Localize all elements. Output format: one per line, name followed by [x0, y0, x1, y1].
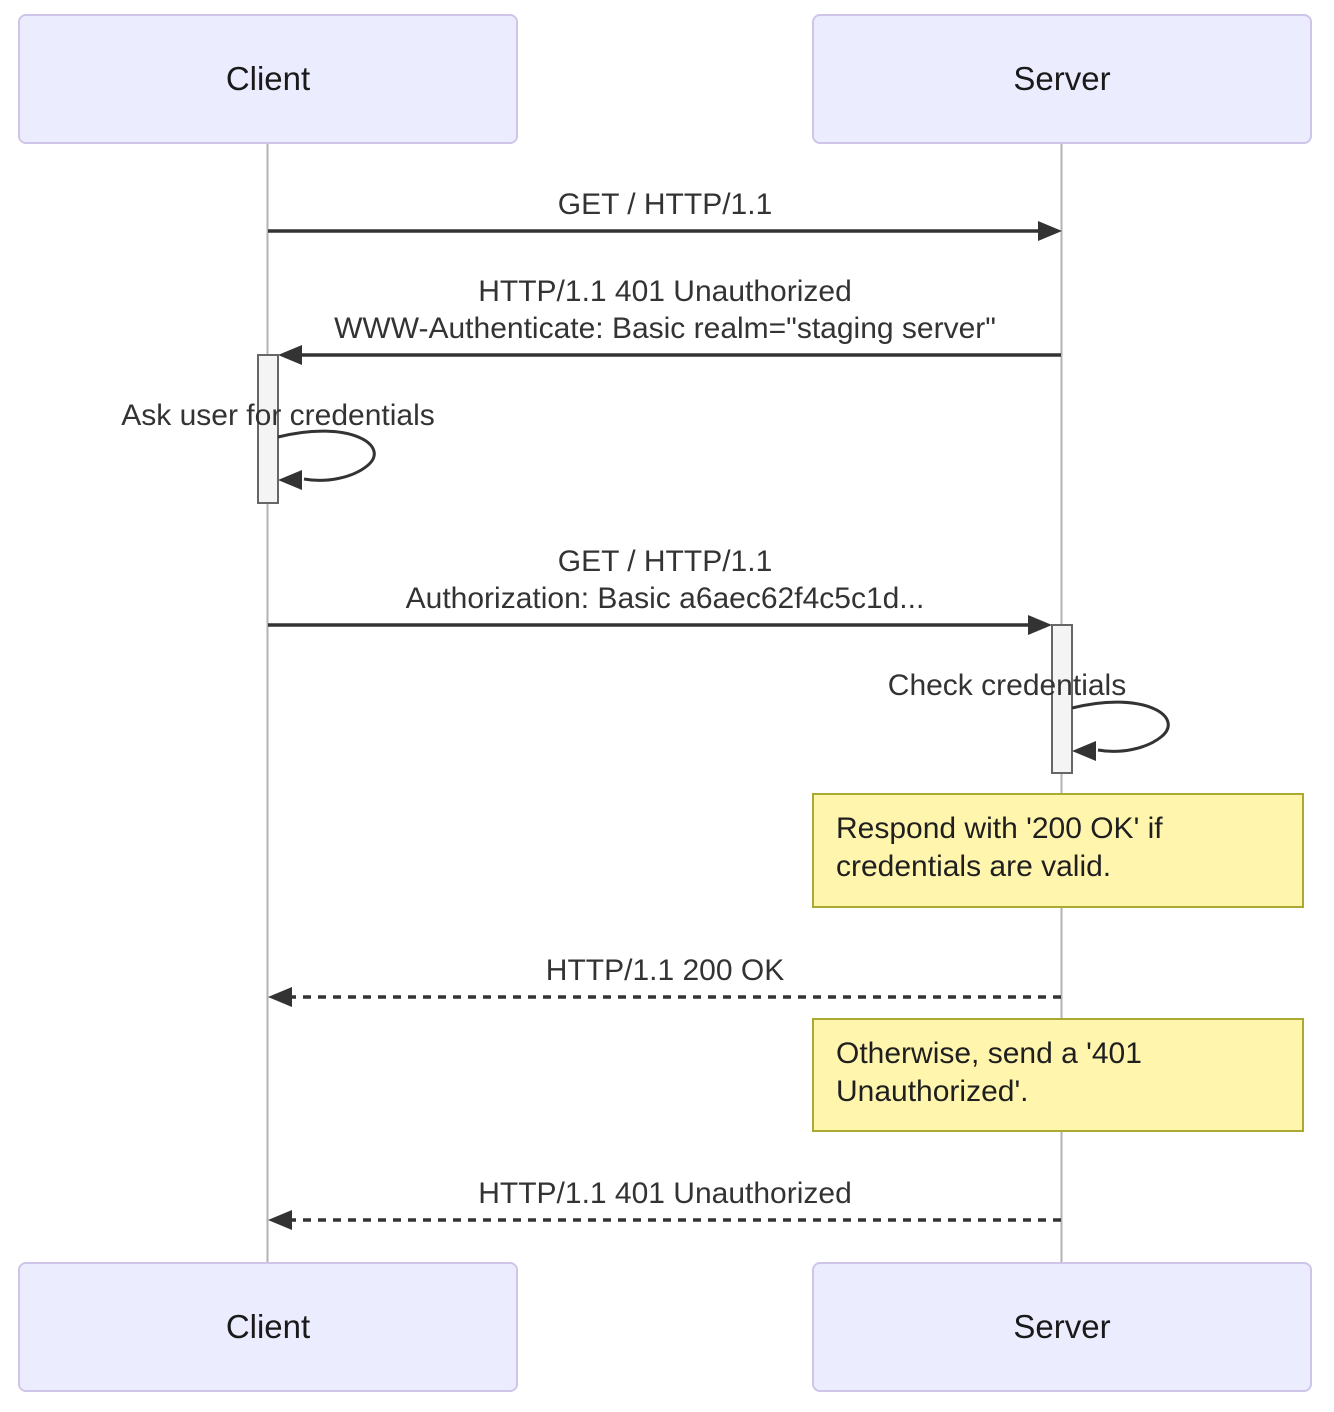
self-message-label-ask-credentials: Ask user for credentials — [121, 399, 435, 432]
self-message-label-check-credentials: Check credentials — [887, 669, 1127, 702]
message-arrow-401-final — [268, 1210, 1061, 1230]
self-loop-client — [277, 429, 376, 490]
actor-client-top: Client — [18, 14, 518, 144]
actor-server-bottom: Server — [812, 1262, 1312, 1392]
message-label-200-ok: HTTP/1.1 200 OK — [545, 954, 785, 987]
note-respond-200-ok: Respond with '200 OK' if credentials are… — [812, 793, 1304, 908]
message-arrow-200-ok — [268, 987, 1061, 1007]
message-label-401-final: HTTP/1.1 401 Unauthorized — [478, 1177, 852, 1210]
message-label-get-1: GET / HTTP/1.1 — [557, 188, 773, 221]
message-arrow-401-challenge — [278, 345, 1061, 365]
actor-client-bottom: Client — [18, 1262, 518, 1392]
message-label-get-2: GET / HTTP/1.1 Authorization: Basic a6ae… — [405, 545, 925, 615]
actor-client-top-label: Client — [225, 60, 311, 97]
message-arrow-get-1 — [268, 221, 1062, 241]
actor-server-bottom-label: Server — [1013, 1308, 1111, 1345]
message-label-401-challenge: HTTP/1.1 401 Unauthorized WWW-Authentica… — [334, 275, 996, 345]
self-loop-server — [1071, 700, 1170, 761]
activation-client — [257, 354, 279, 504]
note-otherwise-401: Otherwise, send a '401 Unauthorized'. — [812, 1018, 1304, 1132]
message-arrow-get-2 — [268, 615, 1052, 635]
actor-server-top: Server — [812, 14, 1312, 144]
actor-server-top-label: Server — [1013, 60, 1111, 97]
actor-client-bottom-label: Client — [225, 1308, 311, 1345]
activation-server — [1051, 624, 1073, 774]
